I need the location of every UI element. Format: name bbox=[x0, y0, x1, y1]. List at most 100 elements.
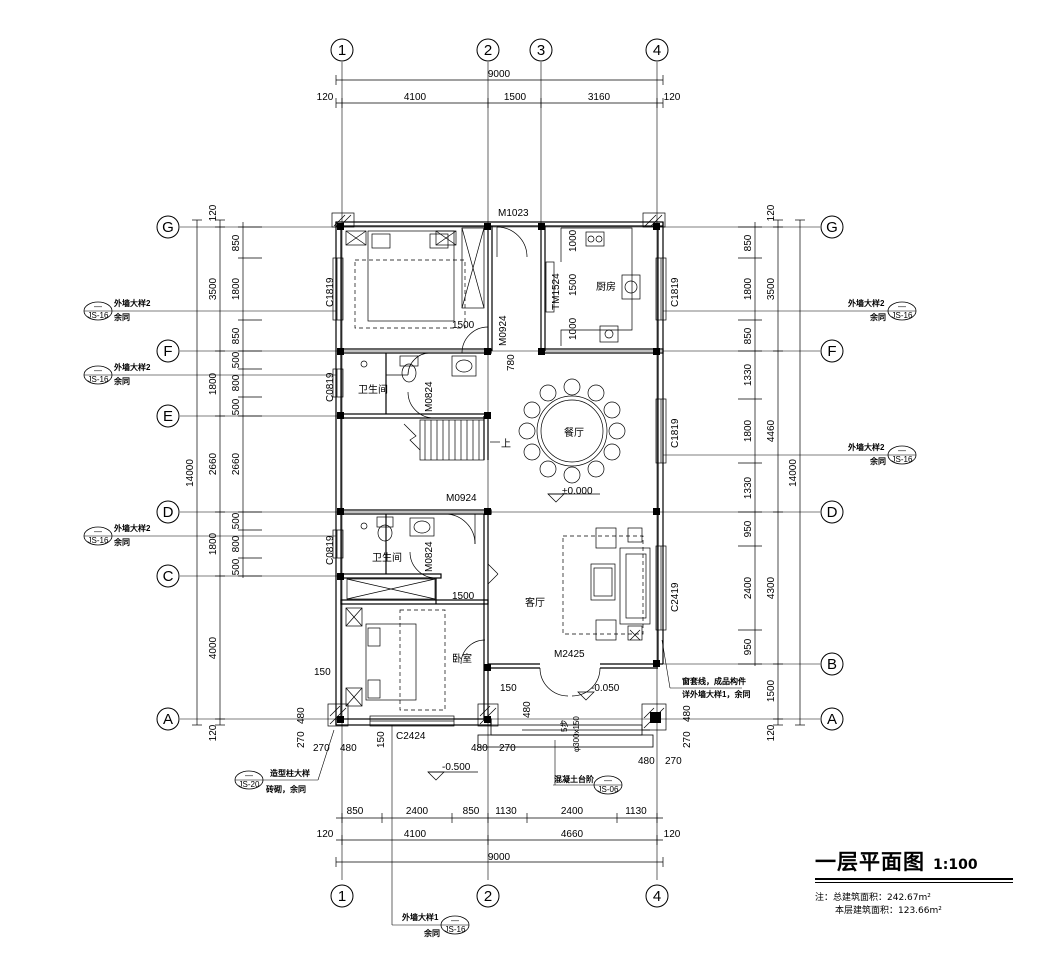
svg-text:C2424: C2424 bbox=[396, 731, 426, 742]
opening-labels: M1023 TM1524 M0924 M0924 M0824 M0824 C18… bbox=[325, 208, 681, 742]
svg-text:1500: 1500 bbox=[504, 92, 527, 103]
svg-text:120: 120 bbox=[766, 724, 777, 741]
svg-text:详外墙大样1，余同: 详外墙大样1，余同 bbox=[682, 689, 750, 699]
svg-text:余同: 余同 bbox=[869, 456, 886, 466]
svg-text:1800: 1800 bbox=[743, 277, 754, 300]
walls bbox=[335, 221, 664, 726]
axis-D-right: D bbox=[820, 500, 844, 524]
svg-text:4000: 4000 bbox=[208, 636, 219, 659]
dims-top bbox=[335, 75, 664, 108]
svg-text:800: 800 bbox=[231, 535, 242, 552]
svg-text:2660: 2660 bbox=[208, 452, 219, 475]
svg-text:外墙大样2: 外墙大样2 bbox=[114, 298, 151, 308]
svg-text:TM1524: TM1524 bbox=[551, 273, 562, 310]
misc-dimensions: 1500 1500 780 1000 1500 1000 150 150 150… bbox=[296, 229, 693, 767]
pilasters bbox=[327, 212, 667, 731]
svg-text:4100: 4100 bbox=[404, 92, 427, 103]
svg-text:余同: 余同 bbox=[113, 376, 130, 386]
svg-text:3500: 3500 bbox=[208, 277, 219, 300]
stair-up: 上 bbox=[501, 438, 511, 450]
svg-text:JS-16: JS-16 bbox=[88, 311, 109, 320]
columns bbox=[337, 223, 661, 723]
axis-4-top: 4 bbox=[645, 38, 669, 62]
drawing-title: 一层平面图 bbox=[815, 850, 925, 874]
svg-text:余同: 余同 bbox=[113, 312, 130, 322]
stairs bbox=[403, 419, 500, 461]
svg-text:2: 2 bbox=[484, 42, 492, 59]
svg-text:F: F bbox=[827, 343, 836, 360]
callout-ext-wall-4: — JS-16 外墙大样2 余同 bbox=[848, 298, 917, 322]
svg-text:120: 120 bbox=[317, 829, 334, 840]
svg-text:1330: 1330 bbox=[743, 363, 754, 386]
svg-text:-0.500: -0.500 bbox=[442, 762, 471, 773]
svg-text:—: — bbox=[94, 302, 102, 311]
svg-text:270: 270 bbox=[313, 743, 330, 754]
svg-text:3: 3 bbox=[537, 42, 545, 59]
svg-text:120: 120 bbox=[766, 204, 777, 221]
callout-step: — JS-06 混凝土台阶 bbox=[554, 774, 623, 795]
callout-leaders bbox=[112, 310, 890, 926]
svg-text:1500: 1500 bbox=[452, 591, 475, 602]
svg-text:120: 120 bbox=[317, 92, 334, 103]
svg-text:5步: 5步 bbox=[560, 720, 569, 732]
bed-ground bbox=[345, 578, 446, 711]
axis-2-bottom: 2 bbox=[476, 884, 500, 908]
room-bath-upper: 卫生间 bbox=[358, 383, 388, 396]
svg-text:2660: 2660 bbox=[231, 452, 242, 475]
room-kitchen: 厨房 bbox=[596, 280, 616, 293]
svg-text:—: — bbox=[245, 771, 253, 780]
svg-text:480: 480 bbox=[522, 701, 533, 718]
room-labels: 厨房 餐厅 客厅 卧室 卫生间 卫生间 上 bbox=[358, 280, 616, 665]
svg-text:外墙大样2: 外墙大样2 bbox=[114, 362, 151, 372]
room-living: 客厅 bbox=[525, 596, 545, 609]
axis-E-left: E bbox=[156, 404, 180, 428]
bath-fixtures bbox=[360, 355, 477, 542]
svg-text:造型柱大样: 造型柱大样 bbox=[270, 768, 310, 778]
svg-text:150: 150 bbox=[500, 683, 517, 694]
svg-text:窗套线，成品构件: 窗套线，成品构件 bbox=[682, 676, 746, 686]
svg-text:C: C bbox=[163, 568, 174, 585]
svg-text:4: 4 bbox=[653, 888, 661, 905]
svg-text:C1819: C1819 bbox=[325, 277, 336, 307]
svg-text:JS-16: JS-16 bbox=[892, 311, 913, 320]
svg-text:1800: 1800 bbox=[743, 419, 754, 442]
svg-text:M1023: M1023 bbox=[498, 208, 529, 219]
svg-text:850: 850 bbox=[347, 806, 364, 817]
svg-text:4: 4 bbox=[653, 42, 661, 59]
svg-text:1500: 1500 bbox=[568, 273, 579, 296]
living-furniture bbox=[562, 527, 651, 641]
svg-text:φ300x150: φ300x150 bbox=[572, 716, 581, 752]
axis-bubbles: 1 2 3 4 1 2 4 G F E D C A G F D B A bbox=[156, 38, 844, 908]
callout-window-trim: 窗套线，成品构件 详外墙大样1，余同 bbox=[682, 676, 750, 699]
svg-text:14000: 14000 bbox=[788, 459, 799, 487]
svg-text:—: — bbox=[94, 527, 102, 536]
svg-text:14000: 14000 bbox=[185, 459, 196, 487]
svg-text:JS-16: JS-16 bbox=[88, 536, 109, 545]
svg-text:4460: 4460 bbox=[766, 419, 777, 442]
svg-text:120: 120 bbox=[664, 92, 681, 103]
svg-text:砖砌，余同: 砖砌，余同 bbox=[266, 784, 306, 794]
svg-text:JS-16: JS-16 bbox=[88, 375, 109, 384]
dims-left bbox=[192, 219, 262, 726]
svg-text:500: 500 bbox=[231, 351, 242, 368]
dims-right bbox=[738, 219, 805, 726]
svg-text:1130: 1130 bbox=[625, 806, 647, 817]
svg-text:1800: 1800 bbox=[208, 532, 219, 555]
kitchen-fixtures bbox=[560, 227, 641, 346]
svg-text:A: A bbox=[163, 711, 173, 728]
axis-G-left: G bbox=[156, 215, 180, 239]
axis-A-left: A bbox=[156, 707, 180, 731]
note-total-area: 注：总建筑面积：242.67m² bbox=[815, 893, 931, 903]
svg-text:850: 850 bbox=[743, 327, 754, 344]
svg-text:余同: 余同 bbox=[113, 537, 130, 547]
dining-table bbox=[518, 378, 626, 484]
axis-G-right: G bbox=[820, 215, 844, 239]
room-bath-lower: 卫生间 bbox=[372, 551, 402, 564]
svg-text:2400: 2400 bbox=[743, 576, 754, 599]
svg-text:余同: 余同 bbox=[423, 928, 440, 938]
svg-text:M0924: M0924 bbox=[446, 493, 477, 504]
svg-text:2400: 2400 bbox=[406, 806, 429, 817]
callout-ext-wall-2: — JS-16 外墙大样2 余同 bbox=[83, 362, 151, 386]
svg-text:—: — bbox=[451, 916, 459, 925]
